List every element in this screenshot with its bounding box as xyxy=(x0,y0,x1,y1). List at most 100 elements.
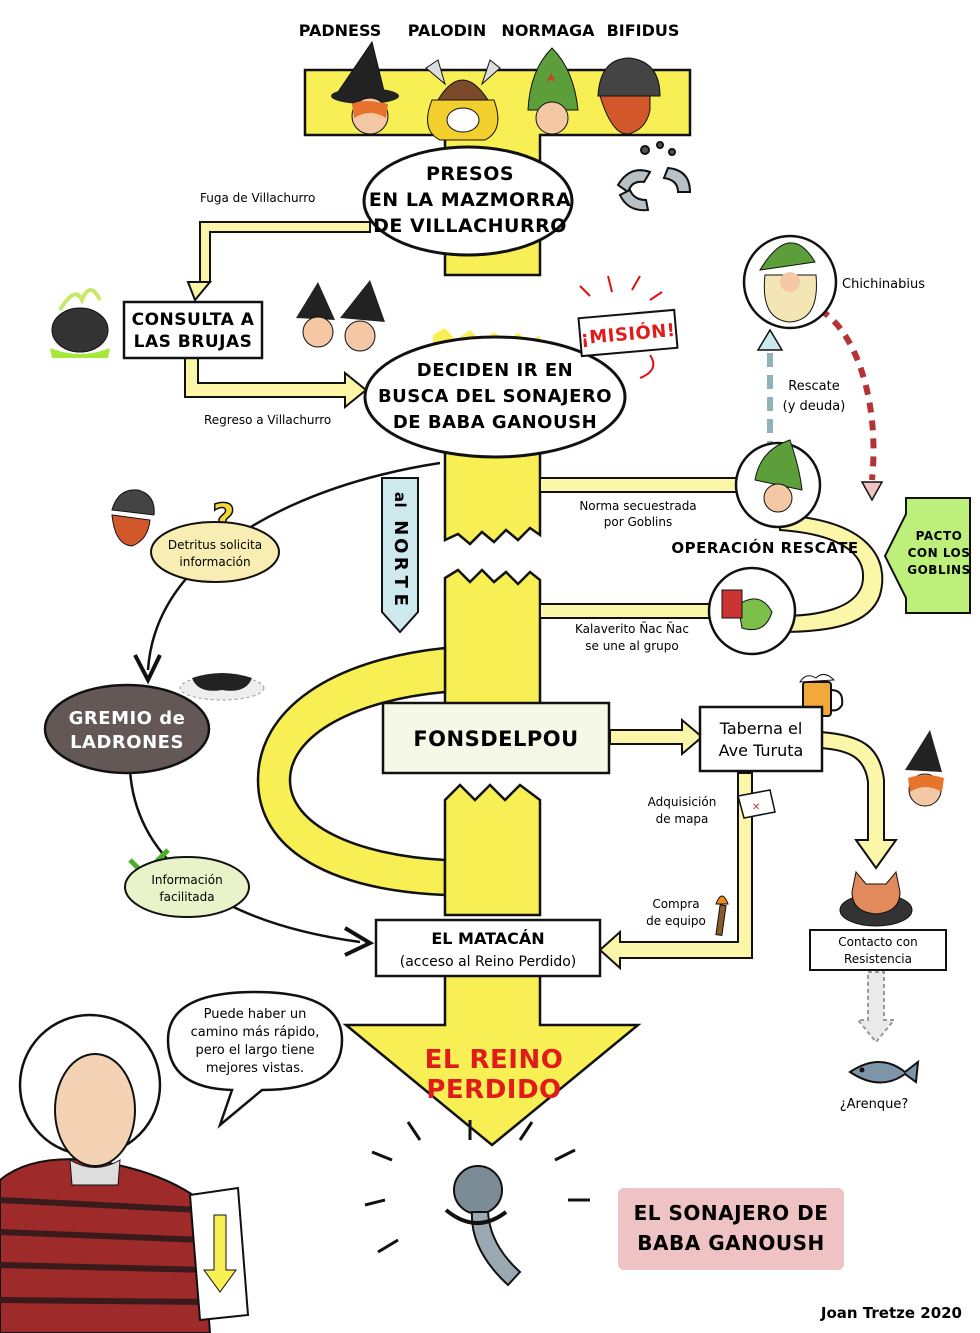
artist-avatar xyxy=(0,1013,250,1333)
cauldron-icon xyxy=(50,288,110,358)
character-portraits xyxy=(331,40,661,141)
normaga-portrait xyxy=(527,47,579,135)
svg-text:Contacto con: Contacto con xyxy=(838,935,917,949)
witch-sisters-icon xyxy=(296,280,385,352)
svg-text:T: T xyxy=(390,576,411,589)
informacion-text: Información facilitada xyxy=(151,873,222,904)
svg-text:Ave Turuta: Ave Turuta xyxy=(719,741,804,760)
fuga-label: Fuga de Villachurro xyxy=(200,191,315,205)
speech-bubble xyxy=(166,990,344,1129)
svg-text:(acceso al Reino Perdido): (acceso al Reino Perdido) xyxy=(400,954,577,970)
deciden-text: DECIDEN IR EN BUSCA DEL SONAJERO DE BABA… xyxy=(378,360,612,433)
taberna-right xyxy=(819,730,898,870)
rescate-arrows xyxy=(756,307,884,502)
fuga-path xyxy=(186,208,371,302)
character-names: PADNESS PALODIN NORMAGA BIFIDUS xyxy=(299,21,680,40)
edge-labels: Fuga de Villachurro Regreso a Villachurr… xyxy=(200,191,925,928)
padness-portrait xyxy=(331,40,399,135)
svg-text:al: al xyxy=(391,492,409,508)
mision-node xyxy=(577,308,679,358)
detritus-node xyxy=(150,521,280,583)
character-name: PADNESS xyxy=(299,21,382,40)
pacto-text: PACTO CON LOS GOBLINS xyxy=(907,529,971,577)
svg-text:Detritus solicita: Detritus solicita xyxy=(168,538,262,552)
svg-text:GREMIO de: GREMIO de xyxy=(69,708,186,729)
consulta-node xyxy=(122,300,264,360)
svg-text:LAS BRUJAS: LAS BRUJAS xyxy=(134,332,253,352)
svg-text:LADRONES: LADRONES xyxy=(70,732,184,753)
adquisicion-label: de mapa xyxy=(656,812,709,826)
presos-node xyxy=(362,145,574,257)
reino-text: EL REINO PERDIDO xyxy=(425,1045,564,1105)
svg-text:EL MATACÁN: EL MATACÁN xyxy=(431,929,544,948)
norma-path xyxy=(539,477,741,493)
witch-hat-icon xyxy=(337,40,386,96)
gremio-text: GREMIO de LADRONES xyxy=(69,708,186,753)
fonsdelpou-node xyxy=(381,701,611,775)
speech-text: Puede haber un camino más rápido, pero e… xyxy=(191,1007,320,1076)
compra-label: Compra xyxy=(652,897,699,911)
trunk-middle xyxy=(443,443,542,546)
regreso-label: Regreso a Villachurro xyxy=(204,413,331,427)
side-paths xyxy=(184,208,898,1044)
chichinabius-portrait xyxy=(742,234,838,330)
kalaverito-label: se une al grupo xyxy=(585,639,678,653)
svg-text:información: información xyxy=(179,555,250,569)
to-taberna xyxy=(609,717,704,757)
mask-icon xyxy=(179,673,265,701)
deciden-node xyxy=(363,335,627,459)
palodin-portrait xyxy=(425,59,501,141)
informacion-node xyxy=(124,856,250,918)
normaga-round-portrait xyxy=(734,439,822,529)
consulta-text: CONSULTA A LAS BRUJAS xyxy=(132,310,255,352)
svg-text:Taberna el: Taberna el xyxy=(719,719,803,738)
character-name: BIFIDUS xyxy=(607,21,680,40)
compra-label: de equipo xyxy=(646,914,706,928)
sonajero-icon xyxy=(364,1120,590,1287)
svg-text:CON LOS: CON LOS xyxy=(908,546,971,560)
rescate-label: Rescate xyxy=(788,379,839,394)
svg-text:mejores vistas.: mejores vistas. xyxy=(206,1061,304,1076)
rescate-up-head xyxy=(756,328,784,351)
svg-text:EL SONAJERO DE: EL SONAJERO DE xyxy=(634,1201,829,1225)
svg-text:Puede haber un: Puede haber un xyxy=(204,1007,307,1022)
svg-text:DECIDEN IR EN: DECIDEN IR EN xyxy=(417,360,573,381)
mission-spark-lines xyxy=(579,275,663,379)
final-arrow xyxy=(342,973,642,1147)
detritus-head-icon xyxy=(111,489,155,547)
matacan-text: EL MATACÁN (acceso al Reino Perdido) xyxy=(400,929,577,970)
presos-text: PRESOS EN LA MAZMORRA DE VILLACHURRO xyxy=(369,163,571,237)
detritus-text: Detritus solicita información xyxy=(168,538,262,569)
taberna-text: Taberna el Ave Turuta xyxy=(719,719,804,760)
cat-icon xyxy=(839,870,913,927)
norma-label: por Goblins xyxy=(604,515,673,529)
svg-text:R: R xyxy=(390,557,411,571)
padness-small-portrait xyxy=(905,730,944,807)
svg-text:O: O xyxy=(390,538,411,554)
svg-text:CONSULTA A: CONSULTA A xyxy=(132,310,255,330)
torch-icon xyxy=(715,895,729,936)
svg-text:Información: Información xyxy=(151,873,222,887)
svg-text:camino más rápido,: camino más rápido, xyxy=(191,1025,320,1040)
svg-text:DE VILLACHURRO: DE VILLACHURRO xyxy=(373,215,567,237)
svg-text:Resistencia: Resistencia xyxy=(844,952,912,966)
sonajero-node xyxy=(618,1188,844,1270)
svg-text:EL REINO: EL REINO xyxy=(425,1045,564,1075)
kalaverito-path xyxy=(539,603,713,619)
kalaverito-portrait xyxy=(707,566,797,656)
gremio-arrowhead xyxy=(133,654,162,685)
taberna-down xyxy=(598,772,753,971)
chichinabius-label: Chichinabius xyxy=(842,277,925,292)
svg-text:BABA GANOUSH: BABA GANOUSH xyxy=(637,1231,824,1255)
taberna-node xyxy=(698,705,824,773)
character-name: NORMAGA xyxy=(501,21,595,40)
contacto-text: Contacto con Resistencia xyxy=(838,935,917,966)
adquisicion-label: Adquisición xyxy=(648,795,717,809)
broken-chain-icon xyxy=(616,141,692,212)
map-icon: ✕ xyxy=(737,789,776,819)
pacto-arrow xyxy=(883,497,971,614)
arenque-text: ¿Arenque? xyxy=(840,1097,908,1112)
signature: Joan Tretze 2020 xyxy=(820,1304,962,1322)
debt-down-arrow xyxy=(818,307,877,481)
trunk-bottom xyxy=(443,783,542,917)
